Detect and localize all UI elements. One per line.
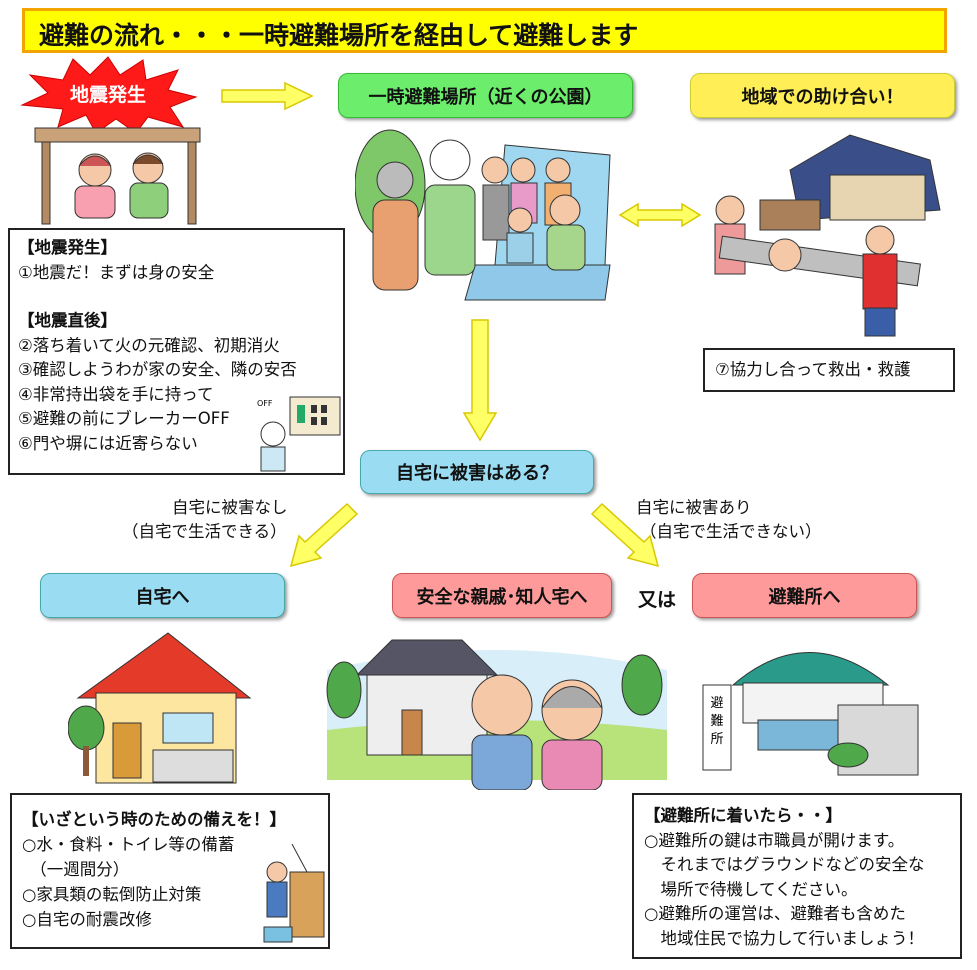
- home-illustration: [68, 632, 252, 784]
- double-arrow-icon: [618, 202, 702, 228]
- go-relatives-box: 安全な親戚･知人宅へ: [392, 573, 612, 618]
- shelter-rule-line: 地域住民で協力して行いましょう！: [644, 928, 925, 948]
- shelter-rule-line: ○避難所の運営は、避難者も含めた: [644, 904, 906, 923]
- arrow-down-left-icon: [289, 502, 359, 568]
- steps-heading-after: 【地震直後】: [18, 311, 117, 330]
- prepare-heading: 【いざという時のための備えを！】: [22, 810, 286, 829]
- prepare-line: （一週間分）: [22, 860, 130, 879]
- furniture-fix-illustration: [263, 843, 325, 943]
- park-group-illustration: [355, 129, 611, 301]
- prepare-line: ○水・食料・トイレ等の備蓄: [22, 835, 235, 854]
- go-home-box: 自宅へ: [40, 573, 285, 618]
- arrow-right-icon: [221, 82, 314, 110]
- prepare-line: ○自宅の耐震改修: [22, 910, 152, 929]
- no-damage-label: 自宅に被害なし: [172, 498, 288, 517]
- steps-box: 【地震発生】 ①地震だ！まずは身の安全 【地震直後】 ②落ち着いて火の元確認、初…: [8, 228, 345, 475]
- arrow-down-icon: [462, 319, 498, 442]
- shelter-rule-line: それまではグラウンドなどの安全な: [644, 855, 925, 874]
- damage-sublabel: （自宅で生活できない）: [640, 522, 822, 541]
- step-line: ③確認しようわが家の安全、隣の安否: [18, 360, 297, 379]
- step-line: ①地震だ！まずは身の安全: [18, 262, 215, 282]
- shelter-rules-box: 【避難所に着いたら・・】 ○避難所の鍵は市職員が開けます。 それまではグラウンド…: [632, 793, 962, 959]
- earthquake-label: 地震発生: [69, 84, 146, 106]
- earthquake-burst-icon: [20, 56, 198, 134]
- relatives-illustration: [326, 639, 667, 790]
- shelter-illustration: 避難所: [702, 652, 919, 776]
- temp-shelter-box: 一時避難場所（近くの公園）: [338, 73, 633, 118]
- page-title: 避難の流れ・・・一時避難場所を経由して避難します: [22, 8, 947, 53]
- no-damage-sublabel: （自宅で生活できる）: [122, 522, 287, 541]
- breaker-off-text: OFF: [257, 399, 273, 408]
- mutual-help-note: ⑦協力し合って救出・救護: [703, 348, 955, 392]
- rescue-illustration: [714, 134, 941, 337]
- step-line: ⑤避難の前にブレーカーOFF: [18, 409, 230, 428]
- shelter-rule-line: ○避難所の鍵は市職員が開けます。: [644, 830, 905, 850]
- steps-heading-quake: 【地震発生】: [18, 238, 117, 257]
- arrow-down-right-icon: [590, 502, 660, 568]
- step-line: ②落ち着いて火の元確認、初期消火: [18, 335, 280, 355]
- breaker-illustration: OFF: [257, 396, 341, 472]
- or-label: 又は: [638, 589, 677, 611]
- step-line: ⑥門や塀には近寄らない: [18, 433, 198, 453]
- shelter-sign: 避難所: [710, 696, 723, 747]
- shelter-under-table-illustration: [34, 127, 201, 225]
- prepare-line: ○家具類の転倒防止対策: [22, 885, 202, 904]
- damage-question-box: 自宅に被害はある？: [360, 450, 594, 494]
- go-shelter-box: 避難所へ: [692, 573, 917, 618]
- shelter-rules-heading: 【避難所に着いたら・・】: [644, 806, 842, 825]
- damage-label: 自宅に被害あり: [636, 498, 752, 517]
- mutual-help-box: 地域での助け合い！: [690, 73, 955, 118]
- step-line: ④非常持出袋を手に持って: [18, 384, 214, 404]
- shelter-rule-line: 場所で待機してください。: [644, 879, 858, 899]
